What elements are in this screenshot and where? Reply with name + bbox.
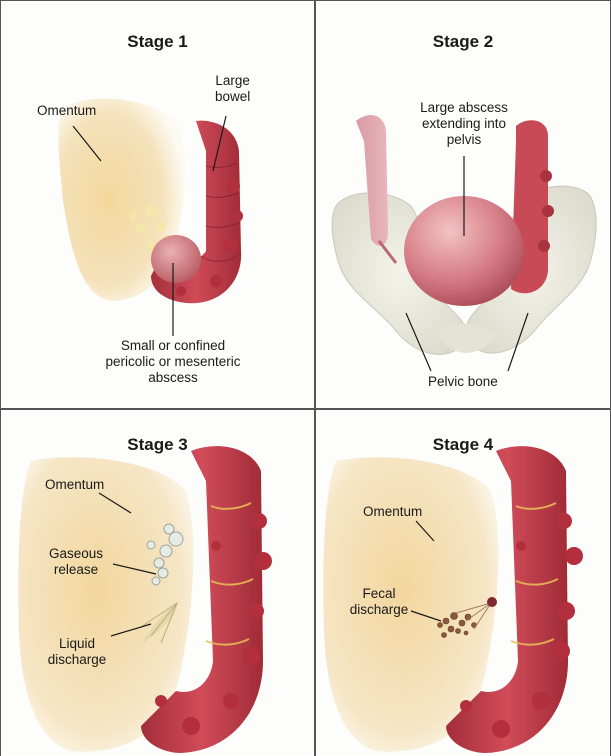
stage-3-illustration	[1, 411, 314, 755]
large-bowel-label: Large bowel	[215, 73, 250, 105]
liquid-discharge-label: Liquid discharge	[39, 636, 115, 668]
gaseous-release-label: Gaseous release	[41, 546, 111, 578]
stage-3-panel: Stage 3 Omentum Gaseous release Liquid d…	[1, 411, 314, 755]
stage-3-title: Stage 3	[1, 435, 314, 455]
fecal-discharge-label: Fecal discharge	[346, 586, 412, 618]
stage-1-panel: Stage 1 Omentum Large bowel Small or con…	[1, 1, 314, 408]
omentum-label: Omentum	[45, 477, 104, 493]
stage-2-panel: Stage 2 Large abscess extending into pel…	[316, 1, 610, 408]
border-top	[0, 0, 611, 1]
stage-2-title: Stage 2	[316, 32, 610, 52]
divider-vertical	[314, 0, 316, 756]
omentum-label: Omentum	[363, 504, 422, 520]
border-left	[0, 0, 1, 756]
pelvic-bone-label: Pelvic bone	[428, 374, 498, 390]
stage-4-illustration	[316, 411, 610, 755]
large-abscess-label: Large abscess extending into pelvis	[394, 100, 534, 148]
stage-2-illustration	[316, 1, 610, 408]
omentum-label: Omentum	[37, 103, 96, 119]
abscess-label: Small or confined pericolic or mesenteri…	[103, 338, 243, 386]
stage-4-title: Stage 4	[316, 435, 610, 455]
stage-1-title: Stage 1	[1, 32, 314, 52]
stage-4-panel: Stage 4 Omentum Fecal discharge	[316, 411, 610, 755]
divider-horizontal	[0, 408, 611, 410]
